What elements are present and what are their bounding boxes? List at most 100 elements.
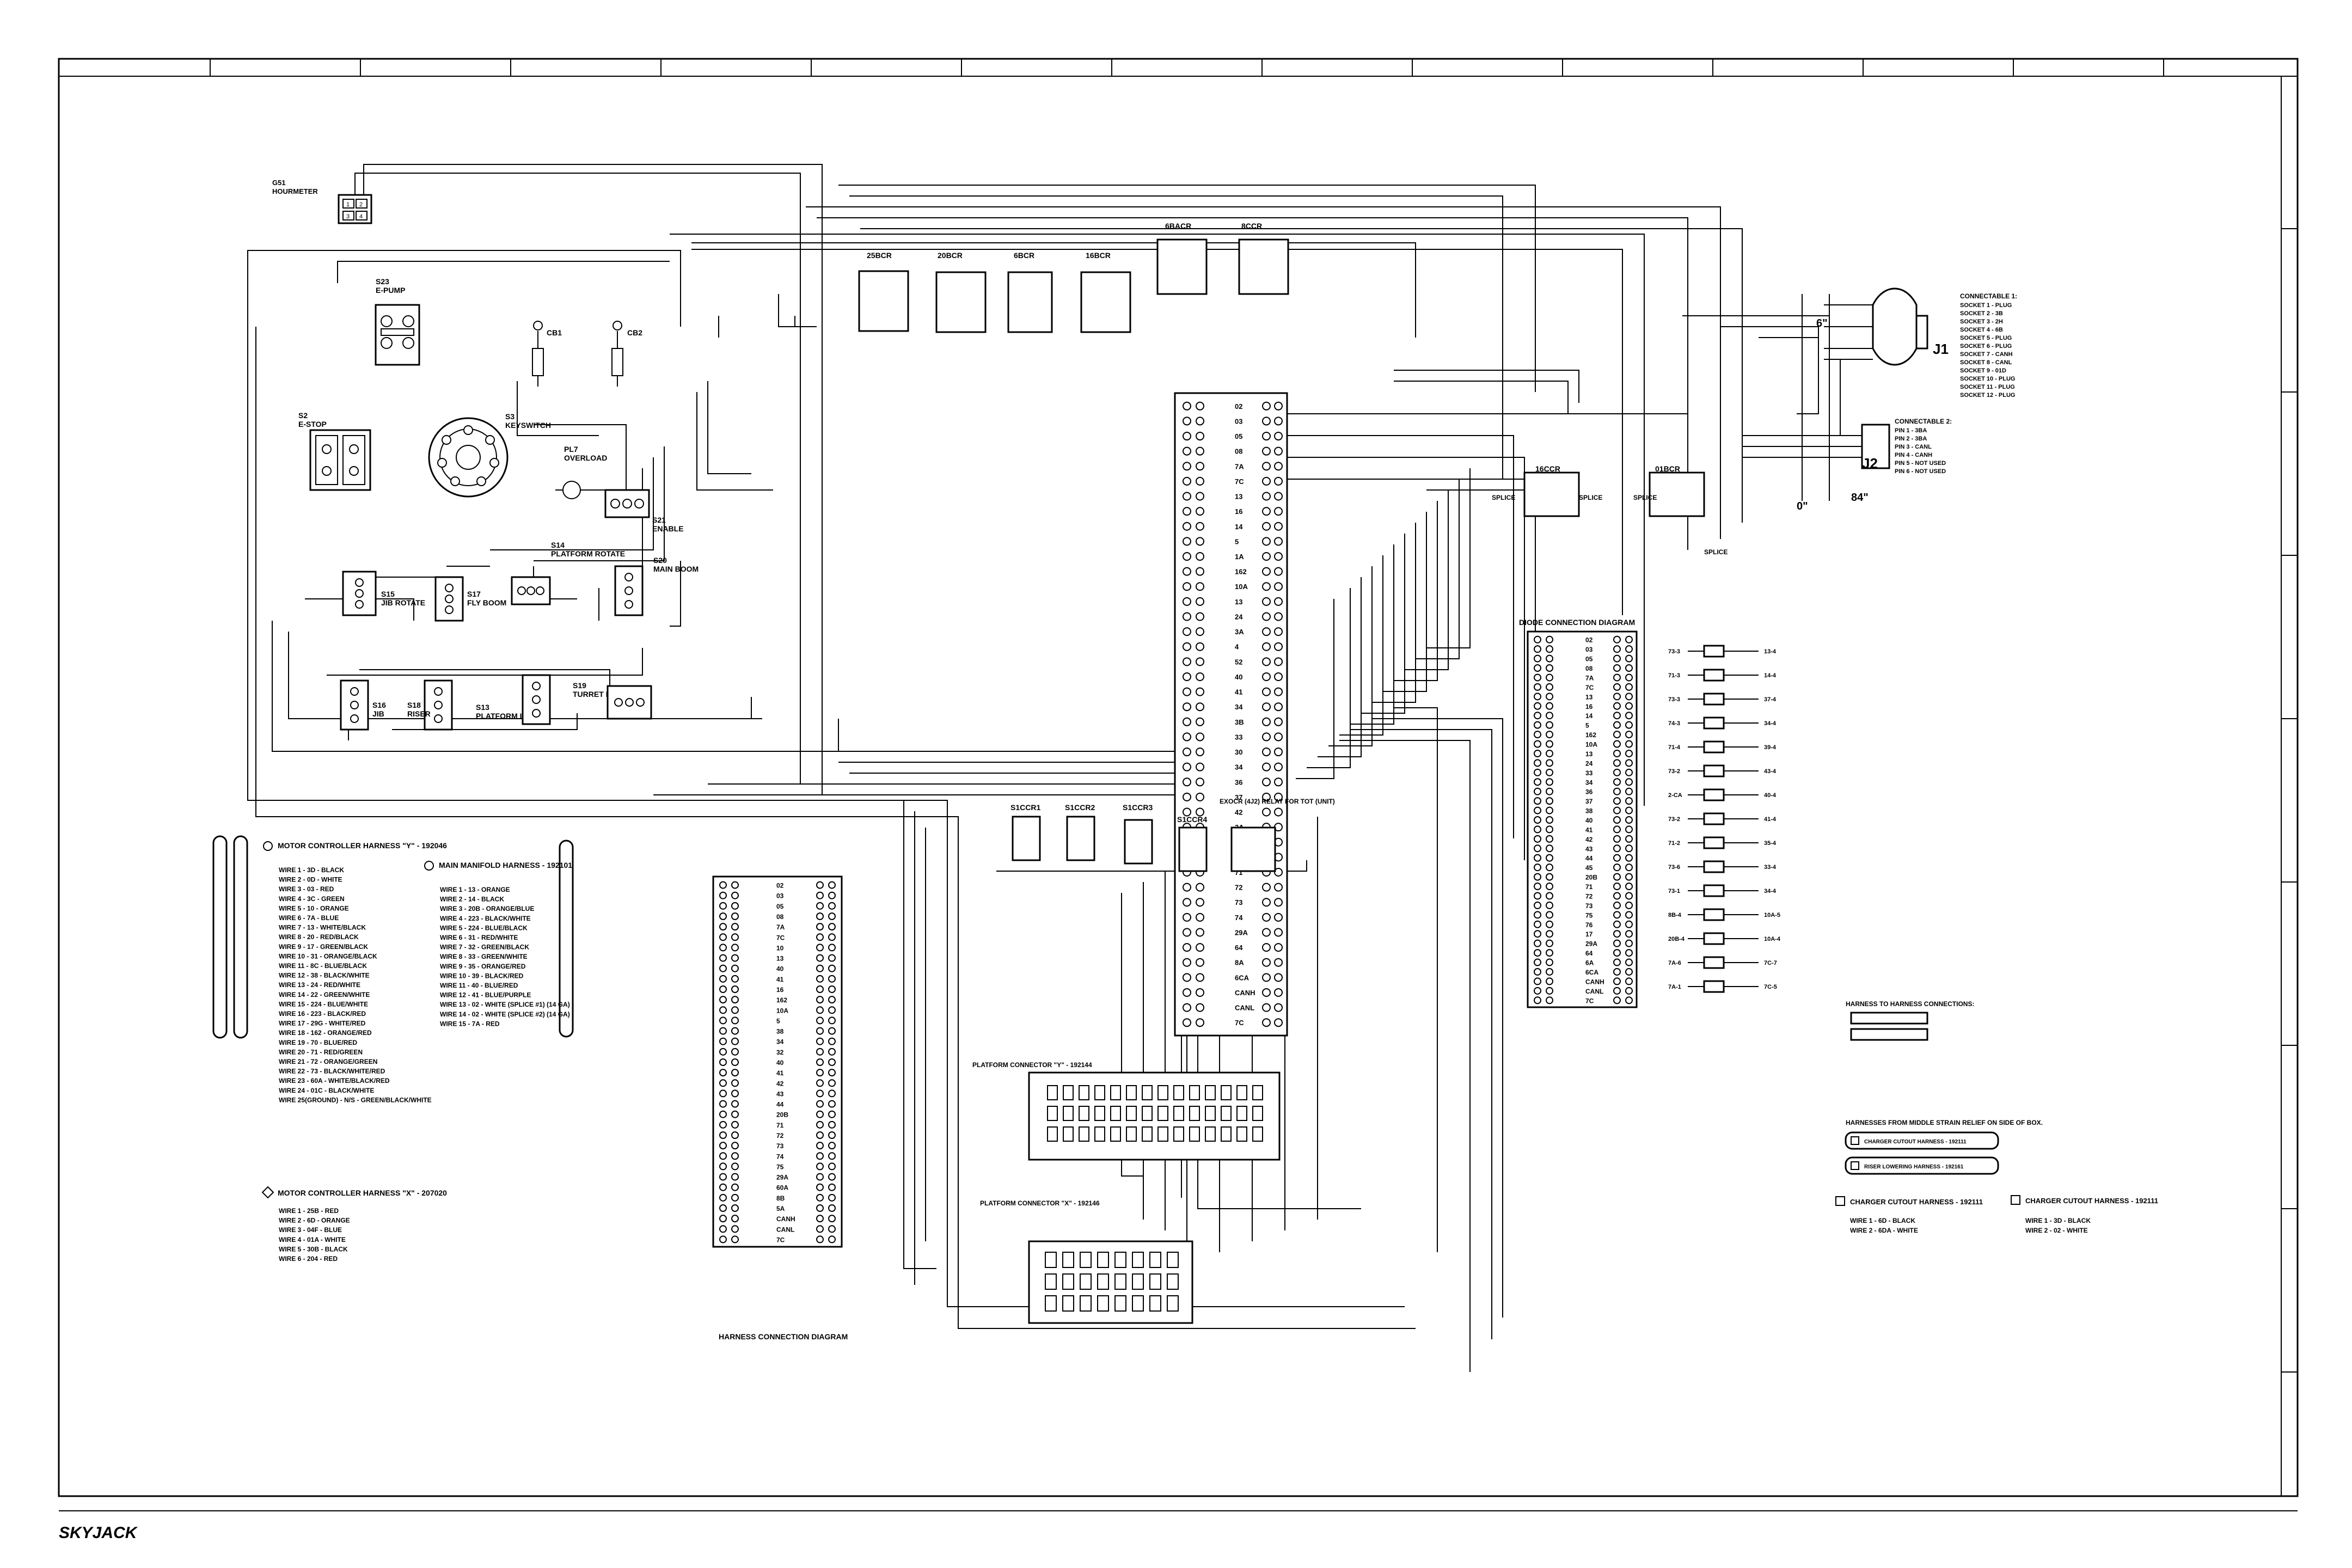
- connector-pin: [1189, 1106, 1200, 1121]
- harness-pin: [719, 1225, 727, 1233]
- wire-list-item: WIRE 9 - 17 - GREEN/BLACK: [279, 943, 368, 951]
- charger-cutout-b-wire: WIRE 1 - 3D - BLACK: [2025, 1217, 2091, 1224]
- connector-pin: [1132, 1295, 1144, 1312]
- terminal-pin: [1262, 883, 1271, 892]
- terminal-pin: [1183, 597, 1191, 606]
- diode-pin: [1546, 740, 1553, 748]
- terminal-pin: [1274, 748, 1283, 757]
- jib-switch: S16 JIB: [340, 679, 386, 731]
- terminal-label: 3B: [1235, 718, 1244, 726]
- diode-pin: [1534, 721, 1541, 729]
- terminal-pin: [1196, 717, 1204, 726]
- diode-pin: [1546, 664, 1553, 672]
- diode-pin: [1625, 806, 1633, 814]
- wire-list-item: WIRE 12 - 38 - BLACK/WHITE: [279, 972, 370, 979]
- diode-row-label: 41: [1585, 826, 1593, 834]
- terminal-label: 02: [1235, 402, 1242, 411]
- diode-pair-from: 73-2: [1668, 816, 1680, 823]
- harness-pin: [828, 944, 836, 952]
- harness-pin: [731, 1131, 739, 1139]
- diode-pin: [1613, 883, 1621, 891]
- connectable-line: SOCKET 1 - PLUG: [1960, 302, 2012, 309]
- harness-to-harness-title: HARNESS TO HARNESS CONNECTIONS:: [1846, 1000, 1974, 1008]
- terminal-pin: [1196, 748, 1204, 757]
- harness-pin: [816, 1204, 824, 1212]
- terminal-label: 74: [1235, 914, 1243, 922]
- platform-connector-x-title: PLATFORM CONNECTOR "X" - 192146: [980, 1199, 1100, 1207]
- harness-row-label: 03: [776, 892, 784, 900]
- diode-row-label: 37: [1585, 798, 1593, 805]
- diode-pin: [1546, 920, 1553, 928]
- terminal-label: 42: [1235, 808, 1242, 817]
- connector-pin: [1142, 1106, 1153, 1121]
- terminal-pin: [1183, 567, 1191, 576]
- wire-list-item: WIRE 13 - 02 - WHITE (SPLICE #1) (14 GA): [440, 1001, 570, 1008]
- terminal-pin: [1262, 973, 1271, 982]
- harness-pin: [719, 1204, 727, 1212]
- diode-pin: [1625, 958, 1633, 966]
- harness-pin: [731, 964, 739, 972]
- wire-list-item: WIRE 24 - 01C - BLACK/WHITE: [279, 1087, 374, 1094]
- harness-pin: [828, 891, 836, 899]
- diode-pin: [1546, 883, 1553, 891]
- terminal-pin: [1183, 928, 1191, 937]
- wire-list-item: WIRE 5 - 10 - ORANGE: [279, 904, 349, 912]
- harness-pin: [719, 1006, 727, 1014]
- platform-level-ref: S13: [476, 703, 489, 712]
- wire-list-item: WIRE 2 - 6D - ORANGE: [279, 1217, 350, 1224]
- harness-pin: [816, 1016, 824, 1025]
- wire-list-item: WIRE 5 - 224 - BLUE/BLACK: [440, 924, 528, 932]
- diode-pair-to: 14-4: [1764, 672, 1777, 679]
- diode-pin: [1625, 768, 1633, 776]
- motor-harness-y-title: MOTOR CONTROLLER HARNESS "Y" - 192046: [278, 841, 447, 850]
- diode-row-label: 64: [1585, 950, 1593, 957]
- terminal-label: 10A: [1235, 583, 1248, 591]
- diode-pair-from: 71-3: [1668, 672, 1680, 679]
- harness-pin: [828, 881, 836, 889]
- wire-list-item: WIRE 12 - 41 - BLUE/PURPLE: [440, 991, 531, 999]
- diode-pin: [1613, 863, 1621, 872]
- charger-cutout-a-wire: WIRE 1 - 6D - BLACK: [1850, 1217, 1915, 1224]
- diode-pin: [1625, 920, 1633, 928]
- diode-pin: [1625, 930, 1633, 938]
- connector-pin: [1132, 1252, 1144, 1268]
- harness-pin: [719, 944, 727, 952]
- diode-pair-to: 37-4: [1764, 696, 1777, 703]
- terminal-pin: [1274, 687, 1283, 696]
- harness-pin: [731, 1173, 739, 1181]
- wire-list-item: WIRE 17 - 29G - WHITE/RED: [279, 1020, 366, 1027]
- harness-pin: [816, 933, 824, 941]
- terminal-pin: [1262, 912, 1271, 922]
- terminal-pin: [1274, 928, 1283, 937]
- harness-pin: [719, 975, 727, 983]
- wire-list-item: WIRE 11 - 40 - BLUE/RED: [440, 982, 518, 989]
- terminal-pin: [1262, 522, 1271, 531]
- diode-pin: [1534, 712, 1541, 720]
- connector-pin: [1094, 1126, 1105, 1142]
- terminal-label: 37: [1235, 793, 1242, 801]
- terminal-pin: [1262, 777, 1271, 787]
- connector-pin: [1221, 1126, 1232, 1142]
- diode-pin: [1546, 797, 1553, 805]
- connectable-line: SOCKET 5 - PLUG: [1960, 335, 2012, 341]
- diode-pin: [1546, 645, 1553, 653]
- wire-list-item: WIRE 7 - 32 - GREEN/BLACK: [440, 944, 529, 951]
- terminal-label: 7C: [1235, 477, 1244, 486]
- connector-pin: [1157, 1085, 1168, 1100]
- diode-pair-from: 7A-1: [1668, 984, 1681, 990]
- harness-pin: [731, 1204, 739, 1212]
- harness-row-label: 60A: [776, 1184, 788, 1192]
- estop-label: E-STOP: [298, 420, 327, 428]
- harness-row-label: 02: [776, 882, 784, 890]
- fly-boom-switch: S17 FLY BOOM: [434, 576, 506, 622]
- diode-row-label: 42: [1585, 836, 1593, 843]
- diode-pair-from: 20B-4: [1668, 936, 1685, 942]
- epump-label: E-PUMP: [376, 286, 405, 295]
- terminal-label: 8A: [1235, 959, 1244, 967]
- platform-connector-y: PLATFORM CONNECTOR "Y" - 192144: [972, 1061, 1281, 1161]
- harness-pin: [828, 1162, 836, 1171]
- diode-pin: [1534, 768, 1541, 776]
- harness-pin: [828, 923, 836, 931]
- wire-list-item: WIRE 3 - 03 - RED: [279, 885, 334, 893]
- diode-pin: [1613, 920, 1621, 928]
